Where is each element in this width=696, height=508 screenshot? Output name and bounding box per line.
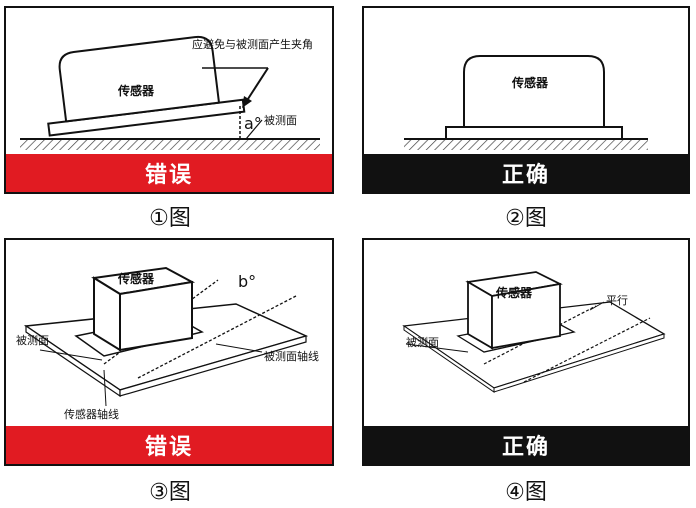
sensor-axis-label: 传感器轴线 bbox=[64, 408, 119, 421]
surface-label: 被测面 bbox=[16, 334, 49, 347]
sensor-body bbox=[463, 55, 605, 128]
panel-4-correct-parallel: 传感器 平行 被测面 正确 bbox=[362, 238, 690, 466]
status-bar-correct: 正确 bbox=[364, 154, 688, 192]
panel-3-wrong-axis-angle: 传感器 b° 被测面 被测面轴线 传感器轴线 错误 bbox=[4, 238, 334, 466]
surface-label: 被测面 bbox=[264, 114, 297, 127]
diagram-tilted-sensor bbox=[20, 35, 320, 150]
status-bar-wrong: 错误 bbox=[6, 426, 332, 464]
surface-pointer bbox=[405, 343, 469, 353]
sensor-axis-line bbox=[483, 305, 597, 365]
caption-3: ③图 bbox=[149, 480, 191, 505]
caption-1: ①图 bbox=[149, 206, 191, 231]
surface-pointer bbox=[39, 349, 103, 361]
surface-axis-line bbox=[523, 317, 651, 383]
plate-edge-right bbox=[119, 335, 307, 397]
panel-2-correct-flat: 传感器 正确 bbox=[362, 6, 690, 194]
arrow-head bbox=[242, 96, 252, 108]
diagram-parallel bbox=[402, 271, 666, 393]
note-label: 应避免与被测面产生夹角 bbox=[192, 38, 313, 51]
status-bar-wrong: 错误 bbox=[6, 154, 332, 192]
sensor-body bbox=[58, 35, 221, 123]
note-arrow bbox=[245, 67, 269, 103]
diagram-axis-angle bbox=[23, 266, 309, 407]
sensor-label: 传感器 bbox=[512, 76, 549, 90]
parallel-label: 平行 bbox=[606, 294, 628, 307]
angle-label: b° bbox=[238, 272, 257, 291]
panel-1-wrong-tilted: 传感器 应避免与被测面产生夹角 a° 被测面 错误 bbox=[4, 6, 334, 194]
sensor-axis-pointer bbox=[103, 369, 107, 407]
sensor-label: 传感器 bbox=[118, 84, 155, 98]
ground-hatch bbox=[404, 140, 648, 150]
sensor-right-face bbox=[119, 280, 193, 352]
surface-pointer bbox=[245, 119, 263, 140]
sensor-label: 传感器 bbox=[118, 272, 155, 286]
diagram-flat-sensor bbox=[404, 55, 648, 150]
caption-2: ②图 bbox=[505, 206, 547, 231]
tilted-sensor bbox=[47, 35, 246, 137]
sensor-label: 传感器 bbox=[496, 286, 533, 300]
caption-4: ④图 bbox=[505, 480, 547, 505]
plate-edge-right bbox=[493, 333, 665, 393]
parallel-pointer bbox=[589, 301, 605, 311]
status-bar-correct: 正确 bbox=[364, 426, 688, 464]
surface-axis-pointer bbox=[215, 343, 263, 353]
ground-hatch bbox=[20, 140, 320, 150]
sensor-right-face bbox=[491, 282, 561, 350]
angle-label: a° bbox=[244, 114, 262, 133]
surface-axis-label: 被测面轴线 bbox=[264, 350, 319, 363]
sensor-base bbox=[445, 126, 623, 140]
surface-label: 被测面 bbox=[406, 336, 439, 349]
